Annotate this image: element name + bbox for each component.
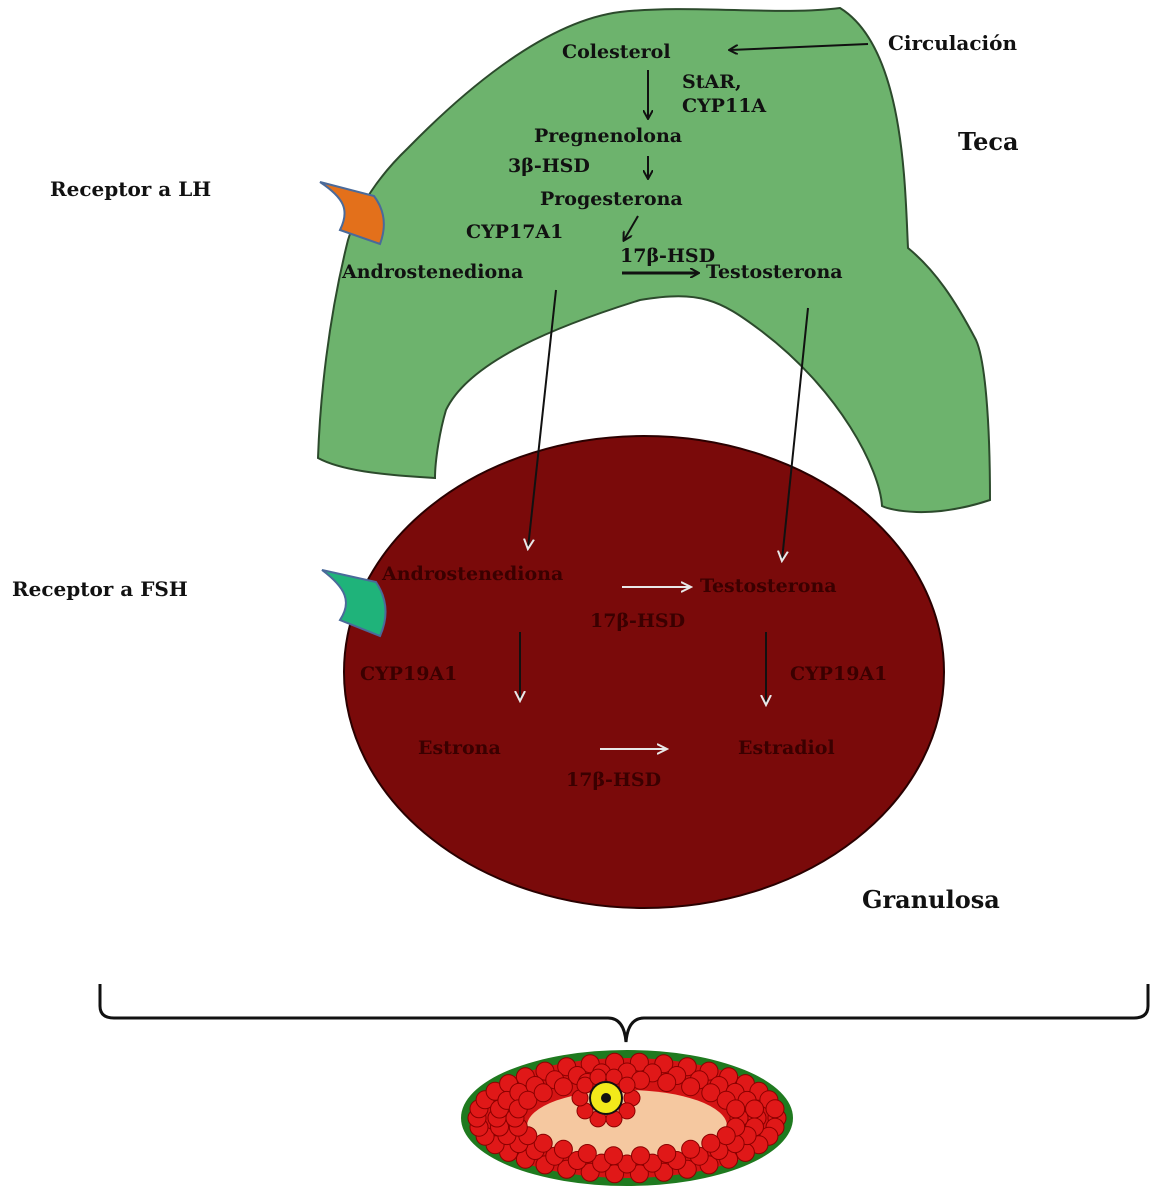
colesterol-label: Colesterol — [562, 41, 671, 63]
granulosa-cell-dot — [766, 1100, 784, 1118]
receptor-fsh-label: Receptor a FSH — [12, 577, 188, 601]
granulosa-testosterona-label: Testosterona — [700, 575, 837, 597]
granulosa-cell-dot — [746, 1100, 764, 1118]
granulosa-cell-dot — [578, 1145, 596, 1163]
cyp19a1-left-label: CYP19A1 — [360, 663, 457, 685]
granulosa-cell-dot — [727, 1100, 745, 1118]
granulosa-cell-dot — [682, 1078, 700, 1096]
cyp11a-label: CYP11A — [682, 95, 766, 117]
granulosa-cell-dot — [554, 1140, 572, 1158]
cumulus-cell-dot — [619, 1077, 635, 1093]
granulosa-hsd17b-top-label: 17β-HSD — [590, 610, 685, 632]
granulosa-cell-dot — [632, 1147, 650, 1165]
granulosa-cell-dot — [554, 1078, 572, 1096]
granulosa-cell-dot — [658, 1145, 676, 1163]
teca-hsd17b-label: 17β-HSD — [620, 245, 715, 267]
pregnenolona-label: Pregnenolona — [534, 125, 682, 147]
star-label: StAR, — [682, 71, 742, 93]
estrona-label: Estrona — [418, 737, 501, 759]
granulosa-cell-dot — [605, 1147, 623, 1165]
teca-label: Teca — [958, 127, 1019, 156]
receptor-lh-label: Receptor a LH — [50, 177, 211, 201]
hsd3b-label: 3β-HSD — [508, 155, 590, 177]
granulosa-label: Granulosa — [862, 885, 1000, 914]
granulosa-hsd17b-bottom-label: 17β-HSD — [566, 769, 661, 791]
follicle-illustration — [461, 1050, 793, 1186]
curly-brace — [100, 984, 1148, 1042]
cyp17a1-label: CYP17A1 — [466, 221, 563, 243]
circulacion-label: Circulación — [888, 31, 1017, 55]
progesterona-label: Progesterona — [540, 188, 683, 210]
granulosa-cell-dot — [682, 1140, 700, 1158]
granulosa-androstenediona-label: Androstenediona — [381, 563, 563, 585]
estradiol-label: Estradiol — [738, 737, 835, 759]
teca-androstenediona-label: Androstenediona — [341, 261, 523, 283]
granulosa-cell-dot — [702, 1134, 720, 1152]
granulosa-cell-dot — [534, 1084, 552, 1102]
cyp19a1-right-label: CYP19A1 — [790, 663, 887, 685]
granulosa-cell-dot — [658, 1074, 676, 1092]
teca-testosterona-label: Testosterona — [706, 261, 843, 283]
